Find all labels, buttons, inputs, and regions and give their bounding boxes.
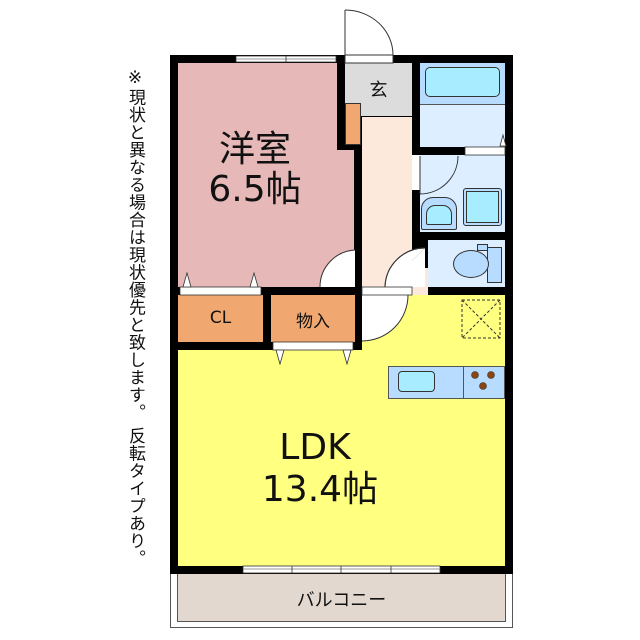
disclaimer-note: ※現状と異なる場合は現状優先と致します。 反転タイプあり。 [125, 68, 145, 567]
genkan-label: 玄 [369, 80, 388, 101]
toilet-door [384, 247, 426, 288]
kitchen-sink [398, 371, 435, 392]
entrance-door [344, 9, 394, 64]
room-western [178, 63, 337, 287]
bath-opening [464, 146, 506, 156]
range-hood-icon [461, 299, 501, 339]
stove-burners-icon [471, 371, 495, 390]
closet-door [179, 271, 262, 296]
western-room-name: 洋室 [218, 129, 291, 170]
bathtub-basin [425, 67, 500, 97]
shoe-cabinet [345, 103, 361, 145]
room-closet [178, 295, 263, 342]
room-storage [271, 295, 355, 342]
closet-label: CL [209, 308, 232, 328]
toilet-bowl [453, 250, 489, 278]
western-window [235, 55, 337, 63]
storage-door [272, 341, 354, 366]
washing-machine-lid [466, 191, 499, 223]
western-room-door [319, 249, 356, 288]
counter-divider [463, 366, 464, 399]
balcony-label: バルコニー [296, 590, 387, 611]
ldk-window [242, 565, 441, 574]
ldk-name: LDK [279, 427, 351, 468]
ldk-door [361, 286, 413, 342]
bath-door-marker [499, 133, 507, 147]
toilet-tank-top [477, 244, 488, 251]
balcony [177, 574, 506, 622]
storage-label: 物入 [296, 312, 330, 332]
ldk-size: 13.4帖 [261, 469, 379, 510]
washroom-door [412, 155, 459, 195]
wash-basin-bowl [426, 205, 452, 225]
western-room-size: 6.5帖 [208, 169, 302, 210]
